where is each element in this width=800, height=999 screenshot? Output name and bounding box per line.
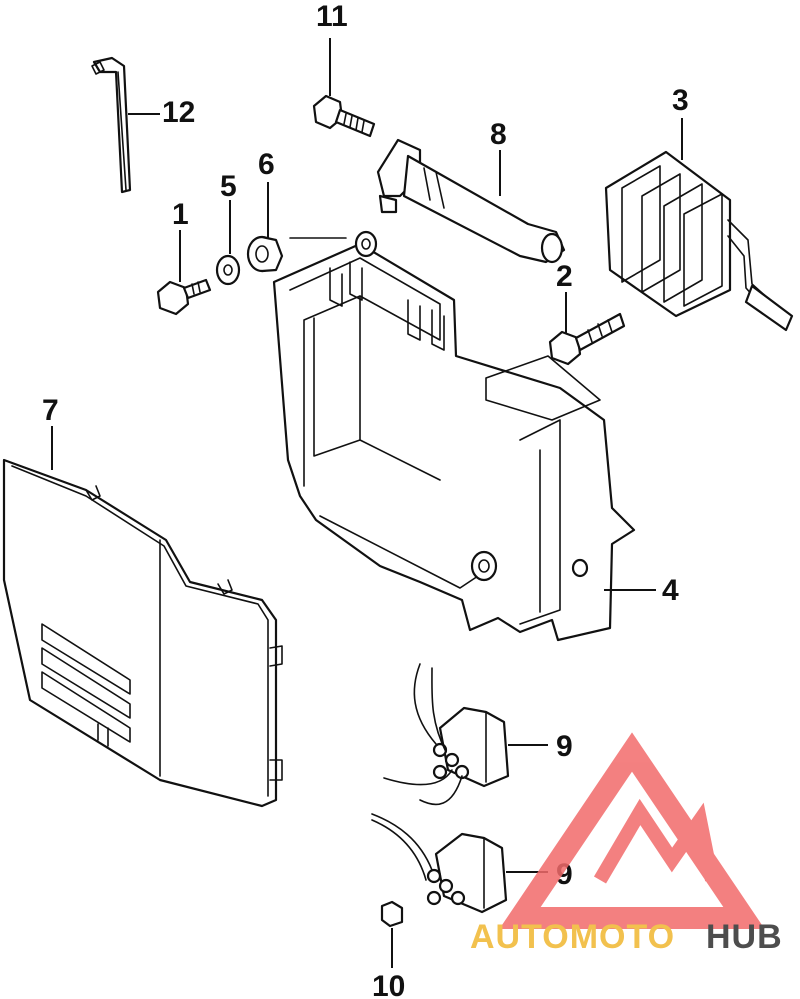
callout-3: 3 — [672, 84, 689, 117]
watermark-text-hub: HUB — [706, 918, 783, 956]
callout-5: 5 — [220, 170, 237, 203]
callout-11: 11 — [316, 0, 348, 33]
callout-2: 2 — [556, 260, 573, 293]
callout-10: 10 — [372, 970, 405, 999]
part-8-ignition-coil — [376, 138, 566, 264]
watermark-text-automoto: AUTOMOTO — [470, 918, 675, 956]
callout-8: 8 — [490, 118, 507, 151]
part-3-regulator — [604, 150, 794, 332]
part-9-relay-lower — [371, 813, 508, 914]
watermark-logo-icon — [499, 732, 765, 929]
callout-12: 12 — [162, 96, 195, 129]
part-5-washer — [215, 254, 241, 286]
part-6-grommet — [246, 235, 284, 273]
part-9-relay-upper — [383, 663, 510, 806]
part-11-bolt — [312, 94, 376, 138]
part-4-bracket — [272, 230, 636, 642]
part-10-cap — [380, 900, 404, 928]
part-1-bolt — [156, 278, 212, 316]
callout-4: 4 — [662, 574, 679, 607]
callout-9-upper: 9 — [556, 730, 573, 763]
callout-6: 6 — [258, 148, 275, 181]
callout-1: 1 — [172, 198, 189, 231]
part-2-bolt — [548, 312, 626, 366]
part-7-cover — [2, 458, 283, 808]
callout-7: 7 — [42, 394, 59, 427]
part-12-cable-tie — [91, 56, 132, 194]
